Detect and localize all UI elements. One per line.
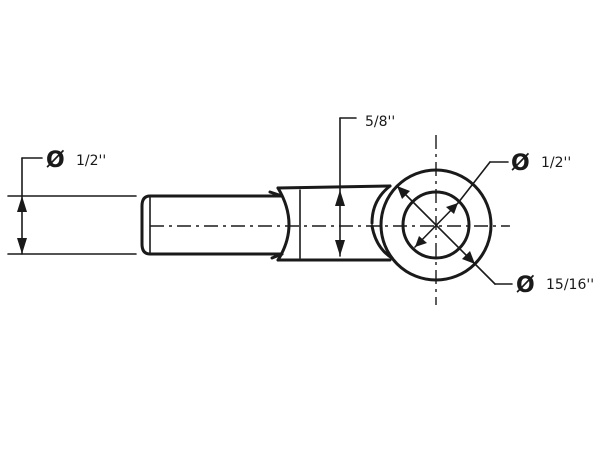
ball-width-dimension — [335, 117, 357, 257]
rod-end-body — [268, 184, 394, 262]
eye-outer-diameter-leader — [396, 185, 513, 285]
label-eye-inner-diameter: Ø 1/2'' — [511, 151, 571, 176]
label-eye-outer-diameter: Ø 15/16'' — [516, 273, 594, 298]
shank — [140, 194, 284, 256]
diameter-symbol: Ø — [516, 273, 535, 298]
shank-diameter-value: 1/2'' — [76, 153, 106, 169]
shank-diameter-dimension — [7, 157, 137, 255]
diameter-symbol: Ø — [511, 151, 530, 176]
label-shank-diameter: Ø 1/2'' — [46, 148, 106, 173]
ball-width-value: 5/8'' — [365, 114, 395, 130]
label-ball-width: 5/8'' — [365, 114, 395, 130]
diameter-symbol: Ø — [46, 148, 65, 173]
center-lines — [150, 135, 510, 305]
eye-inner-diameter-value: 1/2'' — [541, 155, 571, 171]
eye-outer-diameter-value: 15/16'' — [546, 277, 594, 293]
